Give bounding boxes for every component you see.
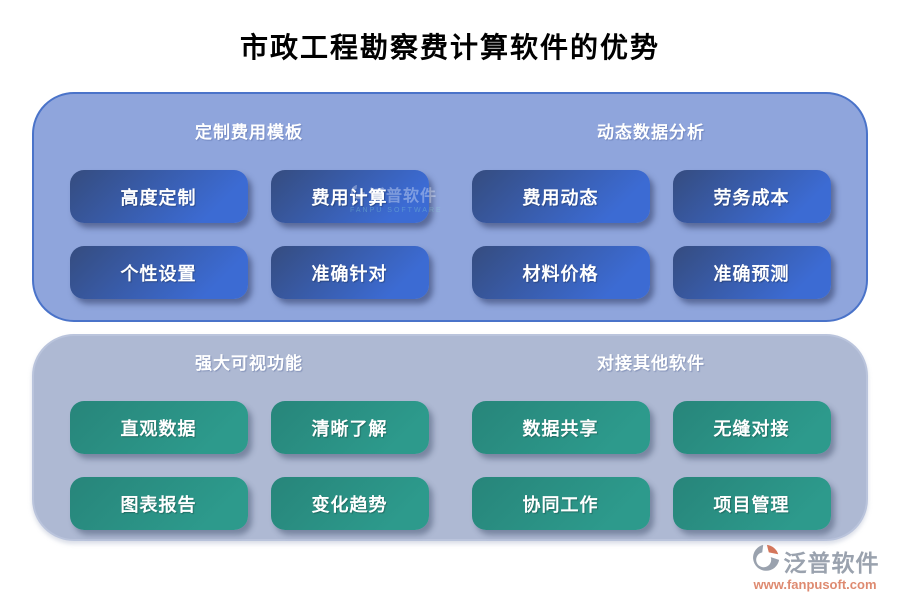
feature-chip: 数据共享 xyxy=(471,401,650,454)
chip-grid: 费用动态 劳务成本 材料价格 准确预测 xyxy=(471,170,831,299)
feature-chip: 劳务成本 xyxy=(672,170,831,223)
chip-grid: 高度定制 费用计算 个性设置 准确针对 xyxy=(69,170,429,299)
panel-top: 定制费用模板 高度定制 费用计算 个性设置 准确针对 动态数据分析 费用动态 劳… xyxy=(32,92,868,322)
brand-name: 泛普软件 xyxy=(783,549,880,576)
brand-footer: 泛普软件 www.fanpusoft.com xyxy=(740,543,890,592)
group-header: 动态数据分析 xyxy=(597,123,705,142)
feature-chip: 变化趋势 xyxy=(270,477,429,530)
fanpu-logo-icon xyxy=(751,543,781,578)
feature-chip: 材料价格 xyxy=(471,246,650,299)
group-header: 定制费用模板 xyxy=(195,123,303,142)
feature-chip: 项目管理 xyxy=(672,477,831,530)
chip-grid: 直观数据 清晰了解 图表报告 变化趋势 xyxy=(69,401,429,530)
group-software-integration: 对接其他软件 数据共享 无缝对接 协同工作 项目管理 xyxy=(471,336,831,539)
feature-chip: 准确预测 xyxy=(672,246,831,299)
feature-chip: 高度定制 xyxy=(69,170,248,223)
feature-chip: 清晰了解 xyxy=(270,401,429,454)
page-title: 市政工程勘察费计算软件的优势 xyxy=(239,32,660,63)
feature-chip: 图表报告 xyxy=(69,477,248,530)
feature-chip: 个性设置 xyxy=(69,246,248,299)
panel-bottom: 强大可视功能 直观数据 清晰了解 图表报告 变化趋势 对接其他软件 数据共享 无… xyxy=(32,334,868,541)
feature-chip: 无缝对接 xyxy=(672,401,831,454)
feature-chip: 准确针对 xyxy=(270,246,429,299)
group-visualization: 强大可视功能 直观数据 清晰了解 图表报告 变化趋势 xyxy=(69,336,429,539)
chip-grid: 数据共享 无缝对接 协同工作 项目管理 xyxy=(471,401,831,530)
brand-url: www.fanpusoft.com xyxy=(753,577,877,592)
group-header: 对接其他软件 xyxy=(597,354,705,373)
group-header: 强大可视功能 xyxy=(195,354,303,373)
feature-chip: 协同工作 xyxy=(471,477,650,530)
feature-chip: 直观数据 xyxy=(69,401,248,454)
feature-chip: 费用动态 xyxy=(471,170,650,223)
feature-chip: 费用计算 xyxy=(270,170,429,223)
group-dynamic-data-analysis: 动态数据分析 费用动态 劳务成本 材料价格 准确预测 xyxy=(471,94,831,320)
group-custom-fee-template: 定制费用模板 高度定制 费用计算 个性设置 准确针对 xyxy=(69,94,429,320)
